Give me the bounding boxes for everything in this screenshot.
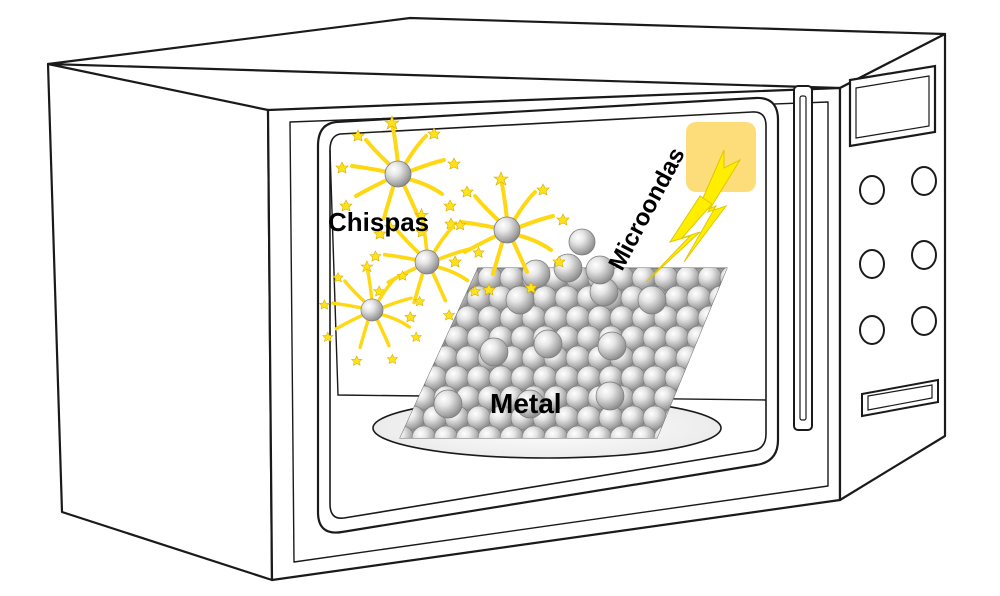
- lightning-bolt-icon: [645, 195, 713, 283]
- metal-sphere-icon: [521, 259, 551, 289]
- metal-sphere-icon: [499, 425, 525, 438]
- metal-sphere-icon: [477, 425, 503, 438]
- metal-sphere-icon: [637, 285, 667, 315]
- sparks-group: [317, 114, 596, 367]
- label-sparks: Chispas: [328, 207, 429, 237]
- metal-sphere-icon: [433, 425, 459, 438]
- control-knob-4[interactable]: [911, 240, 937, 270]
- metal-sphere-icon: [595, 381, 625, 411]
- control-knob-2[interactable]: [911, 166, 937, 196]
- control-knob-1[interactable]: [859, 175, 885, 205]
- metal-sphere-icon: [455, 425, 481, 438]
- control-panel: [848, 64, 939, 418]
- control-knob-5[interactable]: [859, 315, 885, 345]
- microwave-source: [645, 122, 756, 283]
- metal-sphere-icon: [597, 331, 627, 361]
- microwave-top: [46, 16, 947, 90]
- flying-metal-ball: [568, 228, 596, 256]
- metal-sphere-icon: [433, 389, 463, 419]
- metal-sphere-icon: [411, 425, 437, 438]
- metal-sphere-icon: [521, 425, 547, 438]
- metal-sphere-icon: [587, 425, 613, 438]
- metal-sphere-icon: [515, 389, 545, 419]
- control-knob-3[interactable]: [859, 249, 885, 279]
- metal-sphere-icon: [631, 425, 657, 438]
- metal-sphere-icon: [479, 337, 509, 367]
- metal-sphere-icon: [533, 329, 563, 359]
- metal-sphere-icon: [543, 425, 569, 438]
- metal-sphere-icon: [585, 255, 615, 285]
- metal-sphere-icon: [609, 425, 635, 438]
- control-knob-6[interactable]: [911, 306, 937, 336]
- metal-sphere-icon: [565, 425, 591, 438]
- label-metal: Metal: [490, 388, 562, 419]
- door-handle[interactable]: [793, 85, 813, 431]
- microwave-left-side: [46, 62, 274, 582]
